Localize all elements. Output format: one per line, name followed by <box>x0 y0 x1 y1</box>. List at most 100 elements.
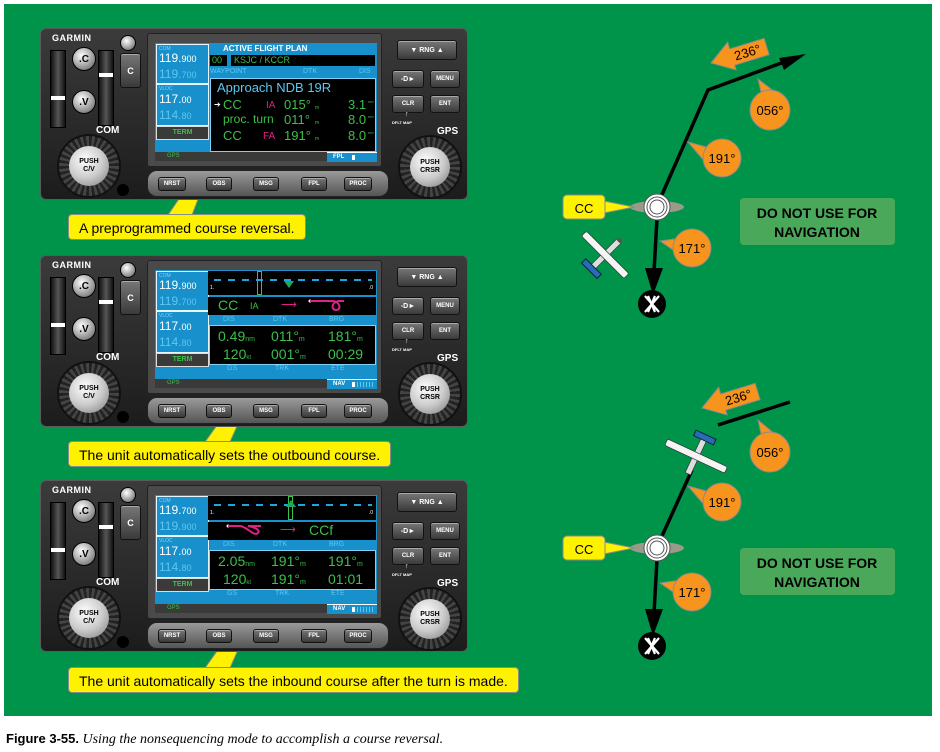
com-frequency-box[interactable]: COM 119.700 119.900 <box>156 496 209 536</box>
fpl-button[interactable]: FPL <box>301 404 327 418</box>
clr-button[interactable]: CLR <box>392 547 424 565</box>
fpl-button[interactable]: FPL <box>301 177 327 191</box>
mode-label: GPS <box>167 605 180 611</box>
arrowhead-icon <box>645 268 663 295</box>
clr-button[interactable]: CLR <box>392 322 424 340</box>
nrst-button[interactable]: NRST <box>158 404 186 418</box>
ent-button[interactable]: ENT <box>430 95 460 113</box>
fix-label-box <box>562 535 606 561</box>
com-flip-button[interactable]: C <box>120 53 141 88</box>
power-knob[interactable] <box>120 487 136 503</box>
power-knob[interactable] <box>120 262 136 278</box>
volume-slider-right[interactable] <box>98 502 114 578</box>
fix-icon <box>643 193 671 221</box>
clr-button[interactable]: CLR <box>392 95 424 113</box>
volume-slider-right[interactable] <box>98 50 114 126</box>
header-ete: ETE <box>331 365 345 372</box>
fix-icon <box>643 534 671 562</box>
course-line <box>655 56 796 207</box>
volume-slider-left[interactable] <box>50 277 66 355</box>
header-waypoint: WAYPOINT <box>210 68 247 75</box>
vloc-volume-knob[interactable]: .V <box>72 317 96 341</box>
direct-to-button[interactable]: -D► <box>392 297 424 315</box>
gps-screen: COM 119.700 119.900 VLOC 117.00 114.80 T… <box>155 495 377 614</box>
nrst-button[interactable]: NRST <box>158 177 186 191</box>
com-label: COM <box>96 577 120 588</box>
waypoint-name: CCf <box>309 522 334 538</box>
ent-button[interactable]: ENT <box>430 322 460 340</box>
volume-slider-left[interactable] <box>50 50 66 128</box>
vloc-frequency-box[interactable]: VLOC 117.00 114.80 <box>156 311 209 353</box>
direct-to-button[interactable]: -D► <box>392 70 424 88</box>
vloc-volume-knob[interactable]: .V <box>72 542 96 566</box>
inbound-course-line <box>655 469 694 548</box>
menu-button[interactable]: MENU <box>430 70 460 88</box>
dflt-map-label: DFLT MAP <box>392 347 412 352</box>
com-active: 119.700 <box>159 503 197 517</box>
ndb-icon <box>638 290 666 318</box>
svg-text:056°: 056° <box>757 103 784 118</box>
obs-button[interactable]: OBS <box>206 177 232 191</box>
proc-button[interactable]: PROC <box>344 629 372 643</box>
menu-button[interactable]: MENU <box>430 522 460 540</box>
photocell-sensor <box>117 636 129 648</box>
warning-box <box>740 548 895 595</box>
range-button[interactable]: ▼ RNG ▲ <box>397 492 457 512</box>
header-dis: DIS <box>359 68 371 75</box>
com-flip-button[interactable]: C <box>120 280 141 315</box>
fpl-button[interactable]: FPL <box>301 629 327 643</box>
com-frequency-box[interactable]: COM 119.900 119.700 <box>156 271 209 311</box>
term-annunciator: TERM <box>156 126 209 140</box>
gps-label: GPS <box>437 126 459 137</box>
arrow-icon: ⟶ <box>280 524 296 536</box>
com-frequency-box[interactable]: COM 119.900 119.700 <box>156 44 209 84</box>
header-brg: BRG <box>329 316 345 323</box>
outbound-course-line <box>652 217 659 273</box>
flight-plan-route: KSJC / KCCR <box>234 55 291 65</box>
com-volume-knob[interactable]: .C <box>72 47 96 71</box>
com-flip-button[interactable]: C <box>120 505 141 540</box>
obs-button[interactable]: OBS <box>206 404 232 418</box>
vloc-frequency-box[interactable]: VLOC 117.00 114.80 <box>156 536 209 578</box>
com-volume-knob[interactable]: .C <box>72 274 96 298</box>
arrow-icon: ⟶ <box>281 299 297 311</box>
proc-button[interactable]: PROC <box>344 177 372 191</box>
header-dtk: DTK <box>303 68 317 75</box>
up-arrow-icon: ↑ <box>405 111 409 118</box>
com-volume-knob[interactable]: .C <box>72 499 96 523</box>
volume-slider-right[interactable] <box>98 277 114 353</box>
menu-button[interactable]: MENU <box>430 297 460 315</box>
nrst-button[interactable]: NRST <box>158 629 186 643</box>
vloc-volume-knob[interactable]: .V <box>72 90 96 114</box>
vloc-standby: 114.80 <box>159 108 192 122</box>
ground-speed: 120kt <box>223 571 252 587</box>
range-button[interactable]: ▼ RNG ▲ <box>397 40 457 60</box>
ent-button[interactable]: ENT <box>430 547 460 565</box>
svg-text:NAVIGATION: NAVIGATION <box>774 224 860 240</box>
active-leg-arrow-icon: ➔ <box>214 100 221 109</box>
svg-text:056°: 056° <box>757 445 784 460</box>
garmin-logo: GARMIN <box>52 260 92 270</box>
msg-button[interactable]: MSG <box>253 404 279 418</box>
obs-button[interactable]: OBS <box>206 629 232 643</box>
header-dis: DIS <box>223 316 235 323</box>
gps-screen: COM 119.900 119.700 VLOC 117.00 114.80 T… <box>155 270 377 389</box>
com-active: 119.900 <box>159 51 197 65</box>
msg-button[interactable]: MSG <box>253 177 279 191</box>
callout-1: A preprogrammed course reversal. <box>68 214 306 240</box>
vloc-frequency-box[interactable]: VLOC 117.00 114.80 <box>156 84 209 126</box>
desired-track: 191°m <box>271 553 306 569</box>
proc-button[interactable]: PROC <box>344 404 372 418</box>
msg-button[interactable]: MSG <box>253 629 279 643</box>
volume-slider-left[interactable] <box>50 502 66 580</box>
direct-to-button[interactable]: -D► <box>392 522 424 540</box>
range-button[interactable]: ▼ RNG ▲ <box>397 267 457 287</box>
course-reversal-diagram-2: CC 171° 191° 056° 236° DO NOT USE FOR NA… <box>562 382 895 660</box>
power-knob[interactable] <box>120 35 136 51</box>
